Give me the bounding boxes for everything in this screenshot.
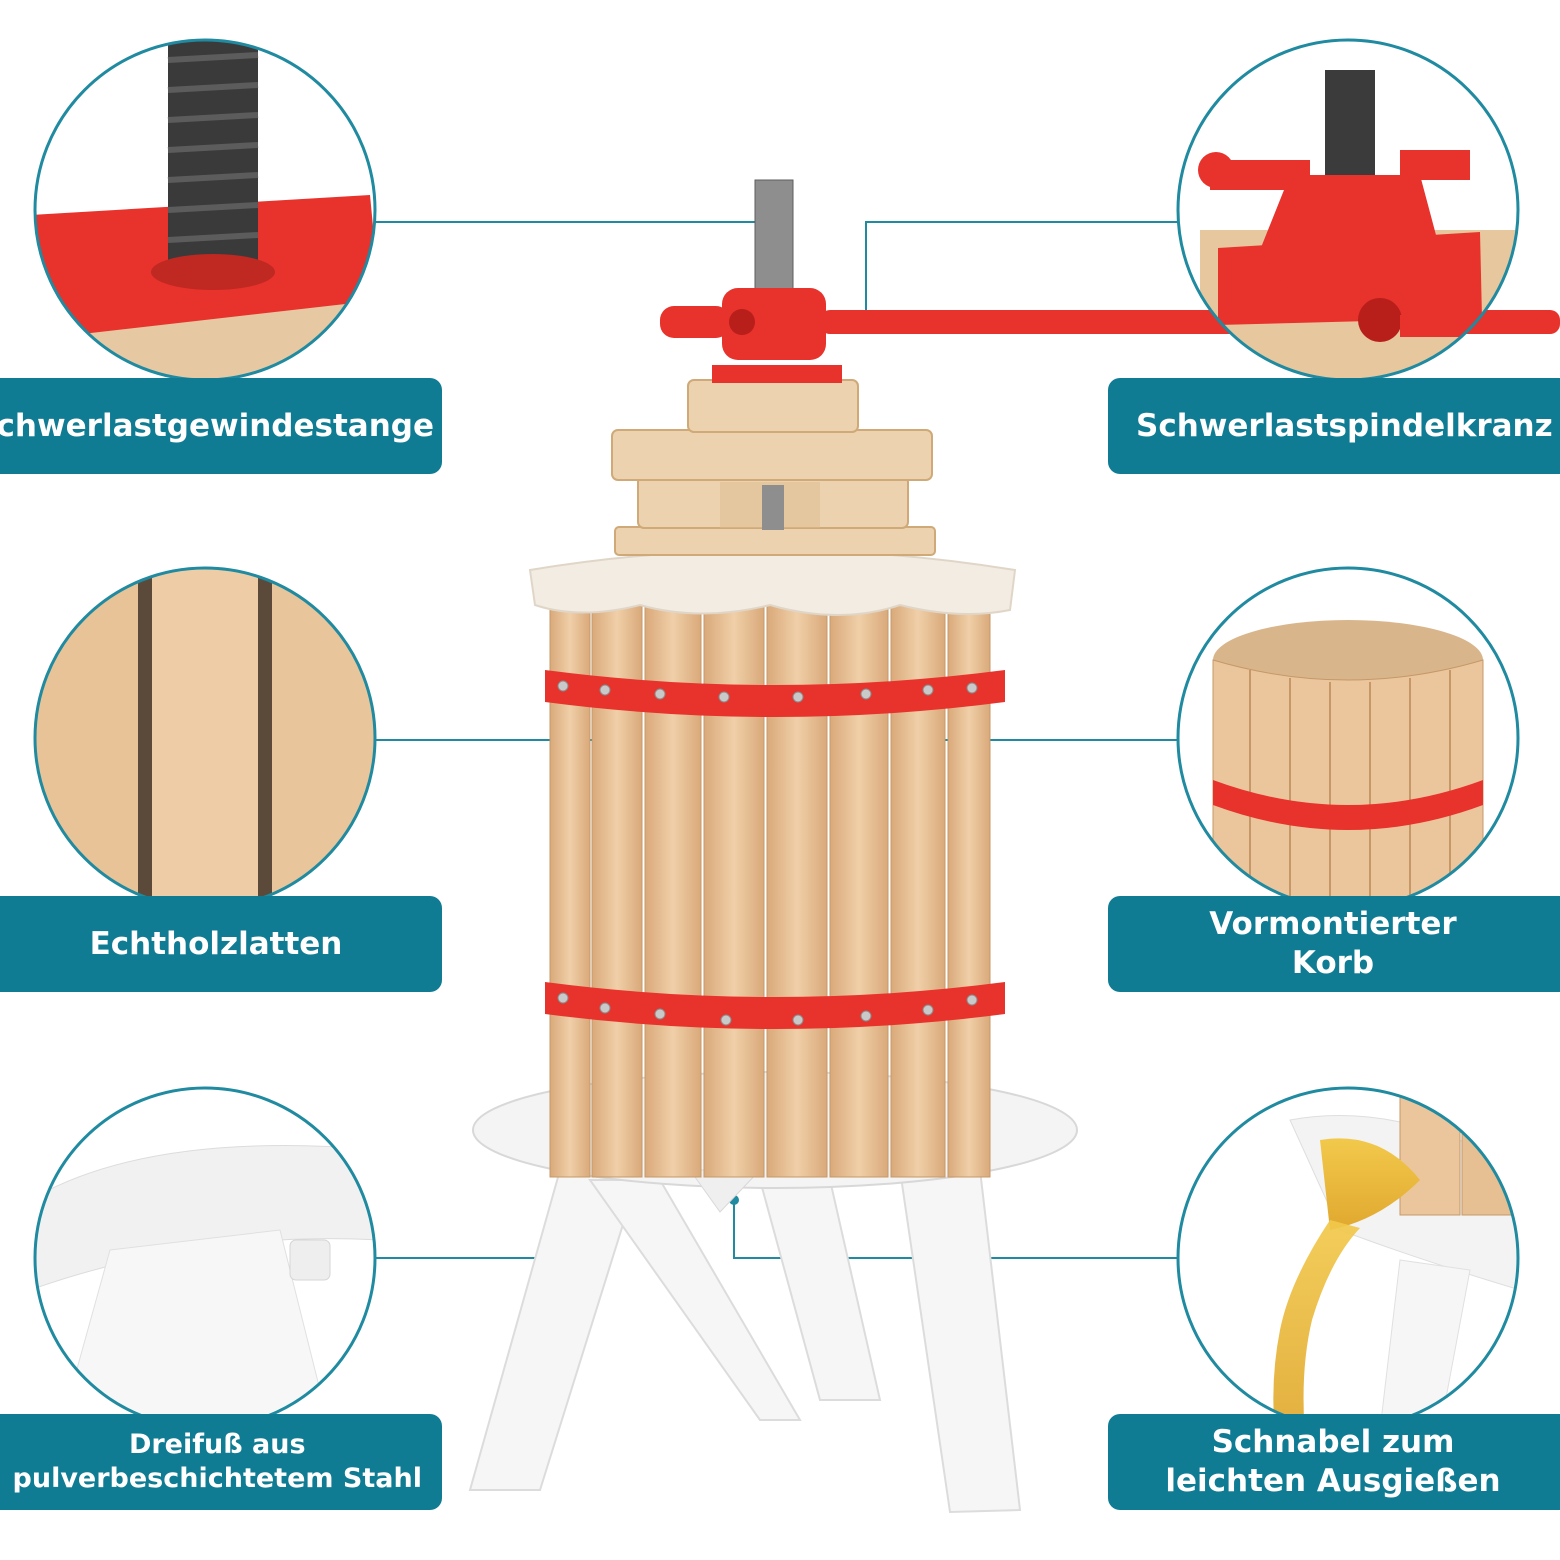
callout-wood-slats: Echtholzlatten (0, 896, 442, 992)
mesh-cloth (528, 549, 1017, 616)
callout-tripod-text: Dreifuß aus pulverbeschichtetem Stahl (12, 1429, 422, 1494)
callout-spindle-crown: Schwerlastspindelkranz (1108, 378, 1560, 474)
callout-spindle-crown-text: Schwerlastspindelkranz (1136, 407, 1553, 444)
threaded-rod (754, 179, 794, 530)
callout-tripod: Dreifuß aus pulverbeschichtetem Stahl (0, 1414, 442, 1510)
callout-threaded-rod-text: Schwerlastgewindestange (0, 407, 434, 444)
callout-threaded-rod: Schwerlastgewindestange (0, 378, 442, 474)
callout-basket-text: Vormontierter Korb (1209, 906, 1457, 981)
callout-spout-text: Schnabel zum leichten Ausgießen (1165, 1424, 1501, 1499)
callout-wood-slats-text: Echtholzlatten (89, 925, 343, 962)
detail-spout (1176, 1086, 1520, 1430)
detail-tripod (33, 1086, 377, 1430)
hoop-screws (557, 680, 978, 1026)
detail-basket (1176, 566, 1520, 910)
callout-spout: Schnabel zum leichten Ausgießen (1108, 1414, 1560, 1510)
detail-threaded-rod (33, 38, 377, 382)
tripod-legs (468, 1169, 1022, 1514)
detail-wood-slats (33, 566, 377, 910)
fruit-press (468, 179, 1560, 1514)
callout-basket: Vormontierter Korb (1108, 896, 1560, 992)
detail-spindle-crown (1176, 38, 1520, 382)
